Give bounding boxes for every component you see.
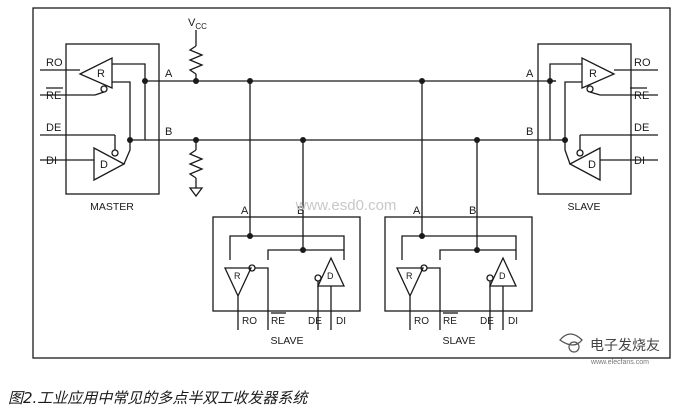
slave-bottom-1-ro-label: RO bbox=[242, 316, 257, 327]
junction-dot bbox=[193, 137, 199, 143]
slave-bottom-2-di-label: DI bbox=[508, 316, 518, 327]
elecfans-logo: 电子发烧友 www.elecfans.com bbox=[559, 333, 660, 366]
slave-bottom-1-di-label: DI bbox=[336, 316, 346, 327]
master-re-label: RE bbox=[46, 90, 61, 102]
master-bus-a-label: A bbox=[165, 68, 173, 80]
junction-dot bbox=[127, 137, 133, 143]
slave-bottom-2-receiver-label: R bbox=[406, 271, 413, 281]
figure-caption: 图2.工业应用中常见的多点半双工收发器系统 bbox=[8, 389, 308, 407]
watermark: www.esd0.com bbox=[295, 197, 397, 214]
slave-right-bus-b-label: B bbox=[526, 126, 533, 138]
junction-dot bbox=[562, 137, 568, 143]
master-receiver-label: R bbox=[97, 68, 105, 80]
junction-dot bbox=[142, 78, 148, 84]
slave-bottom-1-driver-label: D bbox=[327, 271, 334, 281]
slave-bottom-2-ro-label: RO bbox=[414, 316, 429, 327]
slave-bottom-2-driver-label: D bbox=[499, 271, 506, 281]
junction-dot bbox=[547, 78, 553, 84]
slave-right-ro-label: RO bbox=[634, 57, 651, 69]
slave-right-box bbox=[537, 43, 632, 195]
junction-dot bbox=[474, 247, 480, 253]
slave-bottom-1-bus-a-label: A bbox=[241, 205, 249, 217]
master-ro-label: RO bbox=[46, 57, 63, 69]
ground-symbol bbox=[188, 187, 204, 198]
junction-dot bbox=[300, 137, 306, 143]
junction-dot bbox=[474, 137, 480, 143]
master-de-label: DE bbox=[46, 122, 61, 134]
master-box bbox=[65, 43, 160, 195]
slave-right-di-label: DI bbox=[634, 155, 645, 167]
pulldown-resistor bbox=[188, 149, 204, 179]
junction-dot bbox=[419, 78, 425, 84]
slave-bottom-2-de-label: DE bbox=[480, 316, 494, 327]
slave-bottom-2-bus-b-label: B bbox=[469, 205, 476, 217]
junction-dot bbox=[300, 247, 306, 253]
slave-right-receiver-label: R bbox=[589, 68, 597, 80]
junction-dot bbox=[247, 233, 253, 239]
slave-right-de-label: DE bbox=[634, 122, 649, 134]
slave-right-driver bbox=[568, 146, 601, 182]
slave-bottom-2-bus-a-label: A bbox=[413, 205, 421, 217]
slave-bottom-2-re-label: RE bbox=[443, 316, 457, 327]
master-label: MASTER bbox=[90, 201, 134, 213]
master-bus-b-label: B bbox=[165, 126, 172, 138]
slave-bottom-2-label: SLAVE bbox=[442, 335, 475, 347]
slave-bottom-1-receiver bbox=[223, 267, 253, 298]
slave-bottom-1-receiver-label: R bbox=[234, 271, 241, 281]
slave-right-re-label: RE bbox=[634, 90, 649, 102]
logo-text: 电子发烧友 bbox=[590, 337, 660, 353]
pullup-resistor bbox=[188, 45, 204, 75]
junction-dot bbox=[247, 78, 253, 84]
logo-subtext: www.elecfans.com bbox=[590, 359, 649, 366]
slave-right-label: SLAVE bbox=[567, 201, 600, 213]
outer-frame bbox=[32, 7, 671, 359]
junction-dot bbox=[419, 233, 425, 239]
slave-right-bus-a-label: A bbox=[526, 68, 534, 80]
slave-right-receiver bbox=[581, 56, 616, 89]
slave-bottom-2-receiver bbox=[395, 267, 425, 298]
master-driver-label: D bbox=[100, 159, 108, 171]
slave-bottom-1-bus-b-label: B bbox=[297, 205, 304, 217]
slave-bottom-1-re-label: RE bbox=[271, 316, 285, 327]
master-di-label: DI bbox=[46, 155, 57, 167]
master-receiver bbox=[78, 56, 113, 89]
slave-bottom-1-label: SLAVE bbox=[270, 335, 303, 347]
junction-dot bbox=[193, 78, 199, 84]
slave-right-driver-label: D bbox=[588, 159, 596, 171]
master-driver bbox=[93, 146, 126, 182]
vcc-label: VCC bbox=[188, 17, 207, 31]
slave-bottom-1-de-label: DE bbox=[308, 316, 322, 327]
slave-bottom-1-box bbox=[212, 216, 361, 312]
slave-bottom-2-box bbox=[384, 216, 533, 312]
